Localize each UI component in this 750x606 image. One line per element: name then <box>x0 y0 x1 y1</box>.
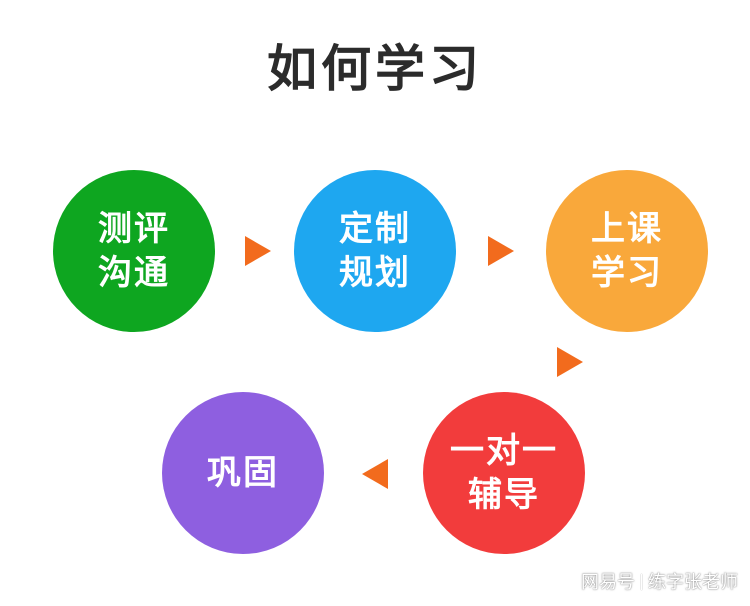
step-circle-tutoring: 一对一 辅导 <box>423 392 585 554</box>
step-label-line2: 辅导 <box>468 475 540 515</box>
step-circle-class: 上课 学习 <box>546 170 708 332</box>
arrow-left-icon <box>362 459 388 489</box>
step-label-line1: 巩固 <box>207 453 279 493</box>
step-label-line2: 学习 <box>591 253 663 293</box>
watermark-source: 网易号 <box>581 572 635 593</box>
arrow-right-icon <box>488 236 514 266</box>
page-title: 如何学习 <box>267 40 483 98</box>
watermark: 网易号练字张老师 <box>581 568 738 594</box>
step-label-line1: 测评 <box>98 209 170 249</box>
watermark-author: 练字张老师 <box>648 572 738 593</box>
step-label-line1: 一对一 <box>450 431 558 471</box>
step-label-line2: 沟通 <box>98 253 170 293</box>
step-circle-planning: 定制 规划 <box>294 170 456 332</box>
arrow-right-icon <box>557 347 583 377</box>
step-circle-assessment: 测评 沟通 <box>53 170 215 332</box>
step-label-line1: 定制 <box>339 209 411 249</box>
step-label-line1: 上课 <box>591 209 663 249</box>
watermark-divider <box>641 574 642 590</box>
step-circle-consolidate: 巩固 <box>162 392 324 554</box>
step-label-line2: 规划 <box>339 253 411 293</box>
arrow-right-icon <box>245 236 271 266</box>
